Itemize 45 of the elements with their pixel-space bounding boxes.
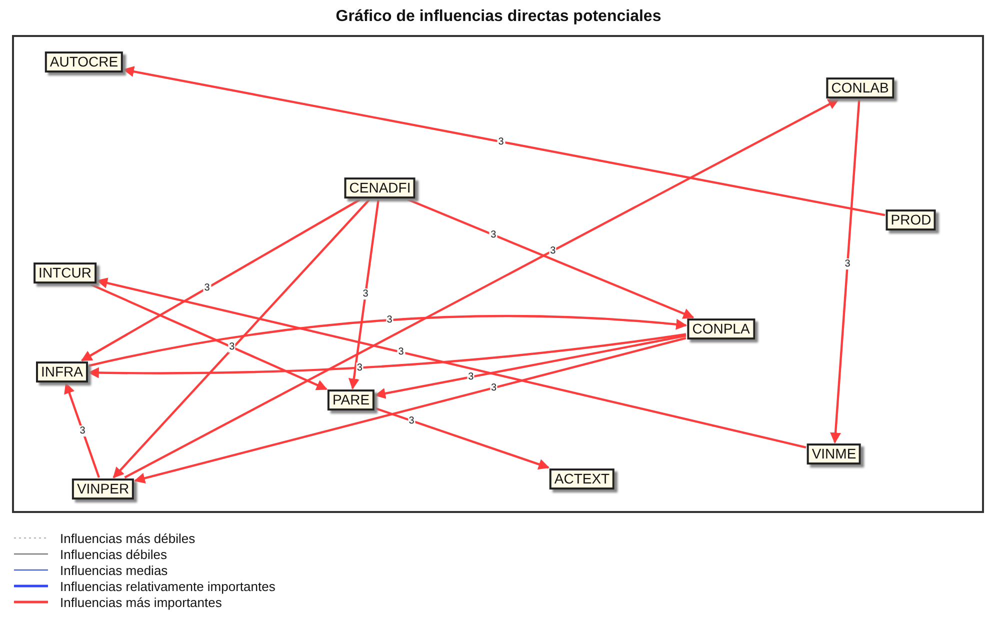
legend-text: Influencias más débiles: [60, 530, 196, 546]
edge-label: 3: [386, 314, 394, 326]
arrow: [112, 198, 370, 478]
variable-box: PROD: [886, 210, 936, 230]
edge-label: 3: [362, 288, 370, 300]
arrow: [830, 99, 860, 444]
variable-box: PARE: [327, 390, 375, 410]
variable-box: AUTOCRE: [44, 52, 124, 72]
arrow: [124, 98, 840, 478]
legend-text: Influencias débiles: [60, 546, 167, 562]
arrow: [88, 315, 688, 367]
arrow: [96, 278, 806, 448]
arrow: [80, 198, 361, 362]
arrow: [375, 407, 550, 470]
edge-label: 3: [397, 346, 405, 358]
edge-label: 3: [78, 425, 86, 436]
arrow: [88, 333, 686, 378]
variable-box: INTCUR: [34, 262, 96, 284]
edge-label: 3: [408, 415, 416, 426]
variable-box: CONPLA: [687, 318, 755, 340]
arrow: [348, 199, 380, 390]
edge-label: 3: [549, 245, 557, 256]
arrow: [374, 334, 686, 399]
legend-text: Influencias relativamente importantes: [60, 578, 276, 594]
edge-label: 3: [228, 342, 236, 353]
edge-label: 3: [490, 229, 498, 240]
edge-label: 3: [497, 136, 505, 148]
variable-box: ACTEXT: [549, 468, 615, 490]
variable-box: INFRA: [36, 362, 88, 382]
arrow: [90, 284, 328, 390]
arrow: [64, 382, 100, 478]
variable-box: VINME: [806, 444, 862, 464]
variable-box: CENADFI: [344, 178, 416, 198]
edge-label: 3: [844, 258, 852, 270]
edge-label: 3: [203, 282, 211, 294]
legend-text: Influencias más importantes: [60, 594, 222, 610]
arrow: [134, 337, 686, 484]
arrow: [407, 198, 694, 319]
edge-label: 3: [467, 372, 475, 382]
edge-label: 3: [490, 382, 498, 394]
legend-text: Influencias medias: [60, 562, 168, 578]
variable-box: VINPER: [72, 478, 134, 500]
chart-title: Gráfico de influencias directas potenciales: [334, 8, 662, 26]
arrow: [122, 66, 886, 216]
variable-box: CONLAB: [826, 78, 894, 98]
